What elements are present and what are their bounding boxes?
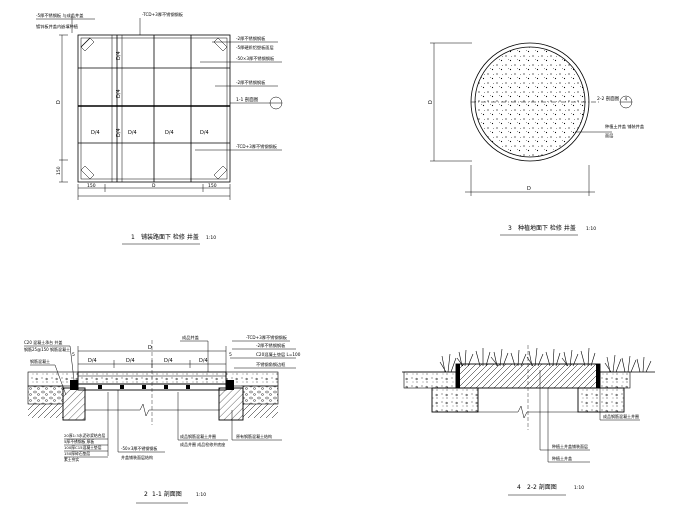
gravel-layer: [242, 385, 279, 405]
dim-label: 150: [208, 183, 217, 189]
note-text: 不锈钢角钢边框: [256, 361, 286, 368]
drawing-1-plan: D/4 D/4 D/4 D/4 D/4 D/4 D/4 -5厚不锈钢板 与成品井…: [36, 11, 283, 245]
drawing-title: 种植地面下 检修 井盖: [518, 224, 576, 232]
corner-plate: [80, 37, 95, 52]
note-text: -50×3厚不锈钢钢板: [121, 445, 157, 451]
dim-label: 150: [87, 183, 96, 189]
drawing-scale: 1:10: [586, 226, 596, 232]
section-marker-label: 2-2 剖面图: [597, 95, 620, 102]
dim-label: 5: [229, 352, 232, 358]
note-text: -5厚硬质铝塑板面层: [236, 44, 274, 51]
drawing-title: 2-2 剖面图: [527, 483, 557, 491]
note-text: 5厚不锈钢板 厚板: [64, 439, 94, 444]
cell-label: D/4: [165, 130, 174, 136]
cell-label: D/4: [91, 130, 100, 136]
cell-label: D/4: [116, 51, 122, 60]
grass-vegetation: [439, 347, 652, 373]
paving-layer: [599, 371, 631, 389]
note-text: 成品井盖: [182, 334, 199, 341]
note-text: C20 混凝土承台 井盖: [24, 339, 62, 345]
corner-plate: [213, 165, 228, 180]
drawing-scale: 1:10: [196, 492, 206, 498]
drawing-title: 1-1 剖面图: [152, 490, 182, 498]
drawing-2-section: D 5 5 D/4 D/4 D/4 D/4 C20 混凝土承台 井盖: [24, 334, 301, 504]
note-text: 成品井圈 成品检修井底座: [180, 441, 225, 447]
note-text: 种植土井盖: [552, 455, 572, 461]
drawing-scale: 1:10: [574, 485, 584, 491]
well-wall: [431, 387, 479, 413]
cell-label: D/4: [128, 130, 137, 136]
drawing-title-number: 3: [508, 225, 512, 232]
section-marker-label: 1-1 剖面图: [236, 96, 259, 103]
note-text: 成品钢筋混凝土井圈: [180, 433, 216, 439]
cell-label: D/4: [116, 89, 122, 98]
note-text: 原有钢筋混凝土结构: [236, 433, 272, 439]
well-wall: [577, 387, 625, 413]
well-wall: [218, 387, 244, 421]
paving-layer: [403, 371, 457, 389]
dim-label: 5: [72, 352, 75, 358]
cell-label: D/4: [116, 128, 122, 137]
note-text: -TCD+3厚不锈钢钢板: [236, 143, 278, 150]
dim-label: D: [527, 186, 531, 192]
drawing-title: 铺装路面下 检修 井盖: [141, 233, 199, 241]
gravel-layer: [27, 385, 64, 405]
well-wall: [62, 387, 86, 421]
drawing-title-number: 4: [517, 484, 521, 491]
dim-label: D: [56, 100, 62, 104]
note-text: 成品钢筋混凝土井圈: [603, 413, 639, 419]
corner-plate: [213, 37, 228, 52]
drawing-scale: 1:10: [206, 235, 216, 241]
note-text: 100厚C15混凝土垫层: [64, 445, 102, 450]
dim-label: D: [152, 183, 156, 189]
note-text: 钢筋25@150 钢筋混凝土: [24, 346, 70, 352]
dim-label: D: [428, 100, 434, 104]
drawing-4-section: 种植土井盖铺装面层 种植土井盖 成品钢筋混凝土井圈 4 2-2 剖面图 1:10: [402, 345, 655, 496]
dim-label: 150: [56, 166, 62, 175]
drawing-title-number: 1: [131, 234, 135, 241]
note-text: 镀锌板井盖内嵌填种植: [36, 23, 78, 30]
note-text: -2厚不锈钢钢板: [236, 35, 266, 42]
note-text: 井盖铺装面层结构: [121, 454, 153, 460]
drawing-3-round-plan: D D 2-2 剖面图 4 种植土井盖 铺装井盖 面层 3 种植地面下 检修 井…: [428, 42, 644, 236]
dim-label: D: [148, 345, 152, 351]
cell-label: D/4: [200, 130, 209, 136]
cell-label: D/4: [164, 358, 173, 364]
soil-layer: [28, 404, 63, 418]
note-text: 钢筋混凝土: [30, 358, 50, 364]
note-text: C20混凝土垫层 L=100: [256, 351, 301, 358]
note-text: -2厚不锈钢钢板: [236, 79, 266, 86]
drawing-title-number: 2: [144, 491, 148, 498]
note-text: 素土夯实: [64, 457, 79, 462]
soil-layer: [243, 404, 278, 418]
note-text: 种植土井盖铺装面层: [552, 443, 588, 449]
cell-label: D/4: [199, 358, 208, 364]
note-text: 20厚1:3水泥砂浆结合层: [64, 433, 106, 438]
note-text: -TCD+3厚不锈钢钢板: [142, 11, 184, 18]
note-text: -5厚不锈钢板 与成品井盖: [36, 12, 83, 19]
section-circle-number: 4: [625, 97, 628, 102]
cell-label: D/4: [88, 358, 97, 364]
note-text: 150厚碎石垫层: [64, 451, 90, 456]
note-text: -TCD+3厚不锈钢钢板: [246, 334, 288, 341]
note-text: 面层: [605, 133, 613, 139]
note-text: -50×3厚不锈钢钢板: [236, 55, 275, 62]
corner-plate: [80, 165, 95, 180]
cell-label: D/4: [126, 358, 135, 364]
note-text: 种植土井盖 铺装井盖: [605, 123, 644, 130]
note-text: -2厚不锈钢钢板: [256, 342, 286, 349]
